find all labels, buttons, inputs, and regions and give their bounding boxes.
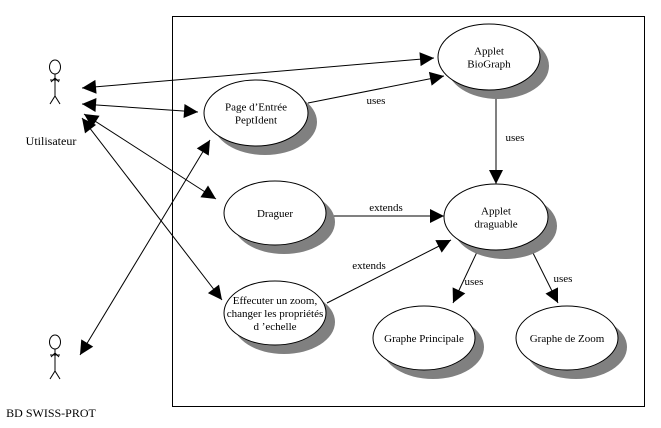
stick-figure-icon	[49, 59, 61, 105]
use-case-graphe-principale[interactable]: Graphe Principale	[372, 305, 484, 379]
relation-utilisateur-to-effectuer-zoom	[81, 117, 223, 301]
arrowhead-icon	[80, 339, 94, 355]
use-case-ellipse[interactable]	[203, 79, 309, 147]
use-case-ellipse[interactable]	[443, 183, 549, 251]
use-case-ellipse[interactable]	[223, 180, 327, 246]
relation-line	[83, 113, 217, 200]
use-case-ellipse[interactable]	[372, 305, 476, 371]
arrowhead-icon	[200, 185, 216, 199]
use-case-label: Applet	[474, 46, 504, 58]
relation-line	[81, 103, 199, 113]
use-case-label: Graphe de Zoom	[530, 333, 605, 345]
relation-utilisateur-to-page-entree	[81, 97, 199, 119]
relation-line	[79, 139, 211, 356]
arrowhead-icon	[419, 52, 434, 67]
use-case-label: changer les propriétés	[227, 308, 324, 320]
arrowhead-icon	[82, 97, 97, 112]
relation-labels-layer: uses uses extends extends uses uses	[352, 95, 572, 288]
relation-label: extends	[369, 202, 403, 214]
use-case-label: BioGraph	[467, 59, 511, 71]
actor-label: BD SWISS-PROT	[6, 406, 96, 420]
actor-utilisateur[interactable]: Utilisateur	[26, 59, 77, 148]
relation-label: uses	[506, 132, 525, 144]
relation-applet-draguable-to-graphe-zoom	[528, 244, 559, 304]
relation-utilisateur-to-draguer	[83, 113, 217, 200]
relation-utilisateur-to-applet-biograph	[81, 52, 435, 94]
actors-layer: Utilisateur BD SWISS-PROT	[6, 59, 97, 420]
relation-bd-swiss-prot-to-page-entree	[79, 139, 211, 356]
arrowhead-icon	[183, 104, 198, 119]
arrowhead-icon	[452, 287, 466, 303]
arrowhead-icon	[428, 71, 444, 86]
use-case-label: PeptIdent	[235, 115, 277, 127]
use-case-label: draguable	[474, 219, 517, 231]
arrowhead-icon	[489, 170, 503, 184]
relation-effectuer-zoom-to-applet-draguable	[326, 239, 452, 304]
system-boundary	[172, 16, 645, 407]
arrowhead-icon	[196, 140, 210, 156]
relation-line	[307, 75, 445, 104]
arrowhead-icon	[82, 118, 97, 134]
arrowhead-icon	[545, 287, 558, 303]
relation-draguer-to-applet-draguable	[327, 209, 444, 223]
use-case-label: Draguer	[257, 208, 293, 220]
arrowhead-icon	[435, 240, 451, 253]
use-case-label: Effecuter un zoom,	[233, 295, 318, 307]
actor-label: Utilisateur	[26, 134, 77, 148]
relation-page-entree-to-applet-biograph	[307, 71, 445, 104]
arrowhead-icon	[84, 114, 100, 128]
arrowhead-icon	[207, 284, 222, 300]
relation-label: uses	[465, 276, 484, 288]
relation-line	[81, 117, 223, 301]
arrowhead-icon	[430, 209, 444, 223]
use-case-label: Applet	[481, 206, 511, 218]
relation-label: extends	[352, 260, 386, 272]
use-case-graphe-zoom[interactable]: Graphe de Zoom	[515, 305, 627, 379]
use-case-ellipse[interactable]	[515, 305, 619, 371]
arrowhead-icon	[82, 79, 97, 94]
relation-label: uses	[554, 273, 573, 285]
stick-figure-icon	[49, 334, 61, 380]
use-case-ellipse[interactable]	[437, 23, 541, 91]
relation-line	[81, 57, 435, 89]
use-case-label: Page d’Entrée	[225, 102, 287, 114]
use-case-label: Graphe Principale	[384, 333, 464, 345]
relation-applet-draguable-to-graphe-principale	[452, 251, 478, 304]
use-case-effectuer-zoom[interactable]: Effecuter un zoom,changer les propriétés…	[223, 280, 335, 354]
use-case-draguer[interactable]: Draguer	[223, 180, 335, 254]
relation-label: uses	[367, 95, 386, 107]
relation-applet-biograph-to-applet-draguable	[489, 91, 503, 184]
relations-layer	[79, 52, 559, 356]
actor-bd-swiss-prot[interactable]: BD SWISS-PROT	[6, 334, 97, 420]
use-case-label: d ’echelle	[253, 321, 296, 333]
relation-line	[326, 239, 452, 304]
use-case-ellipse[interactable]	[223, 280, 327, 346]
